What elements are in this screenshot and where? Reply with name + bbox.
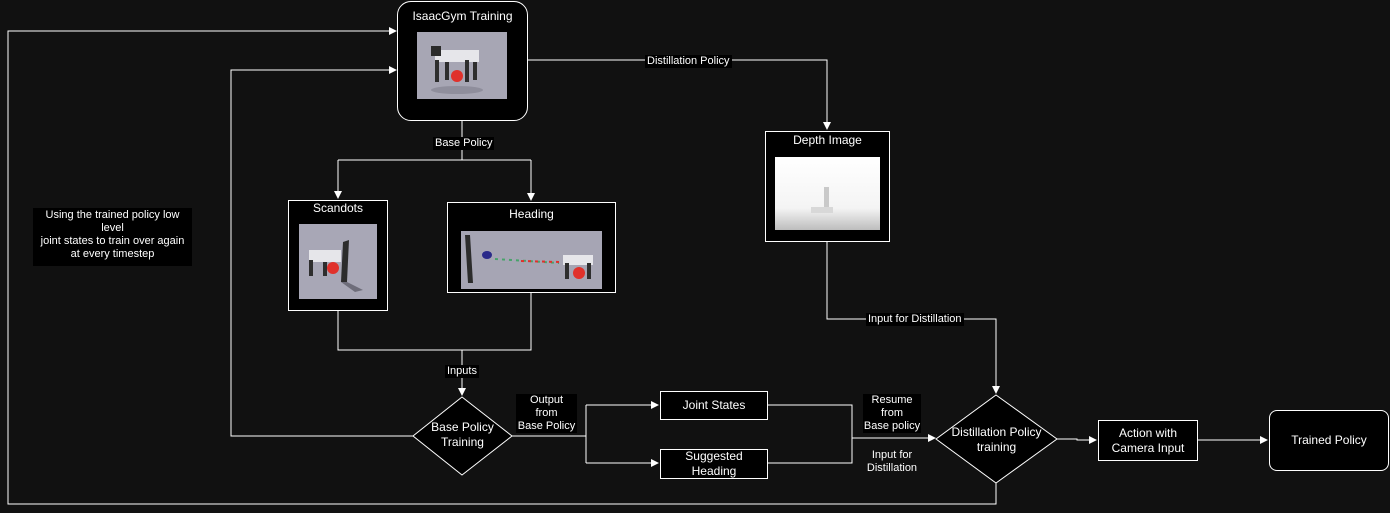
trained-policy-node: Trained Policy: [1269, 410, 1389, 471]
loop-note: Using the trained policy low level joint…: [33, 208, 192, 266]
distillation-training-diamond: [935, 394, 1058, 484]
edge-label-base-policy: Base Policy: [433, 137, 495, 150]
edge-label-output-from-base: Output from Base Policy: [516, 394, 577, 433]
trained-policy-label: Trained Policy: [1291, 433, 1367, 447]
isaacgym-training-title: IsaacGym Training: [412, 9, 513, 23]
robot-sim-thumbnail: [417, 32, 507, 99]
depth-image-title: Depth Image: [793, 133, 862, 147]
heading-image: [461, 231, 602, 289]
joint-states-label: Joint States: [682, 398, 746, 412]
edge-distill-to-action: [1057, 436, 1097, 444]
distillation-training-label: Distillation Policy training: [951, 425, 1042, 454]
depth-image: [775, 157, 880, 230]
heading-node: Heading: [447, 202, 616, 293]
edge-label-input-for-distillation: Input for Distillation: [866, 313, 964, 326]
edge-label-input-for-distillation-2: Input for Distillation: [862, 449, 922, 475]
action-camera-node: Action with Camera Input: [1098, 420, 1198, 461]
suggested-heading-label: Suggested Heading: [685, 449, 743, 478]
isaacgym-training-node: IsaacGym Training: [397, 1, 528, 121]
edge-label-distillation-policy: Distillation Policy: [645, 55, 732, 68]
heading-title: Heading: [509, 207, 554, 221]
isaacgym-robot-image: [417, 32, 507, 99]
scandots-title: Scandots: [312, 201, 364, 215]
edge-label-inputs: Inputs: [445, 365, 479, 378]
base-policy-training-label: Base Policy Training: [431, 420, 494, 449]
heading-thumbnail: [461, 231, 602, 289]
scandots-node: Scandots: [288, 200, 388, 311]
edge-loop-base: [230, 66, 413, 437]
edge-scandots-down: [337, 292, 532, 351]
suggested-heading-node: Suggested Heading: [660, 449, 768, 479]
edge-joint-to-distill: [768, 404, 853, 464]
action-camera-label: Action with Camera Input: [1111, 425, 1185, 455]
base-policy-training-diamond: [412, 396, 513, 476]
depth-thumbnail: [775, 157, 880, 230]
joint-states-node: Joint States: [660, 391, 768, 420]
depth-image-node: Depth Image: [765, 131, 890, 242]
scandots-thumbnail: [299, 224, 377, 299]
edge-label-resume-from-base: Resume from Base policy: [863, 394, 921, 433]
edge-loop-outer: [7, 27, 997, 505]
scandots-image: [299, 224, 377, 299]
edge-isaacgym-to-depth: [527, 59, 831, 130]
